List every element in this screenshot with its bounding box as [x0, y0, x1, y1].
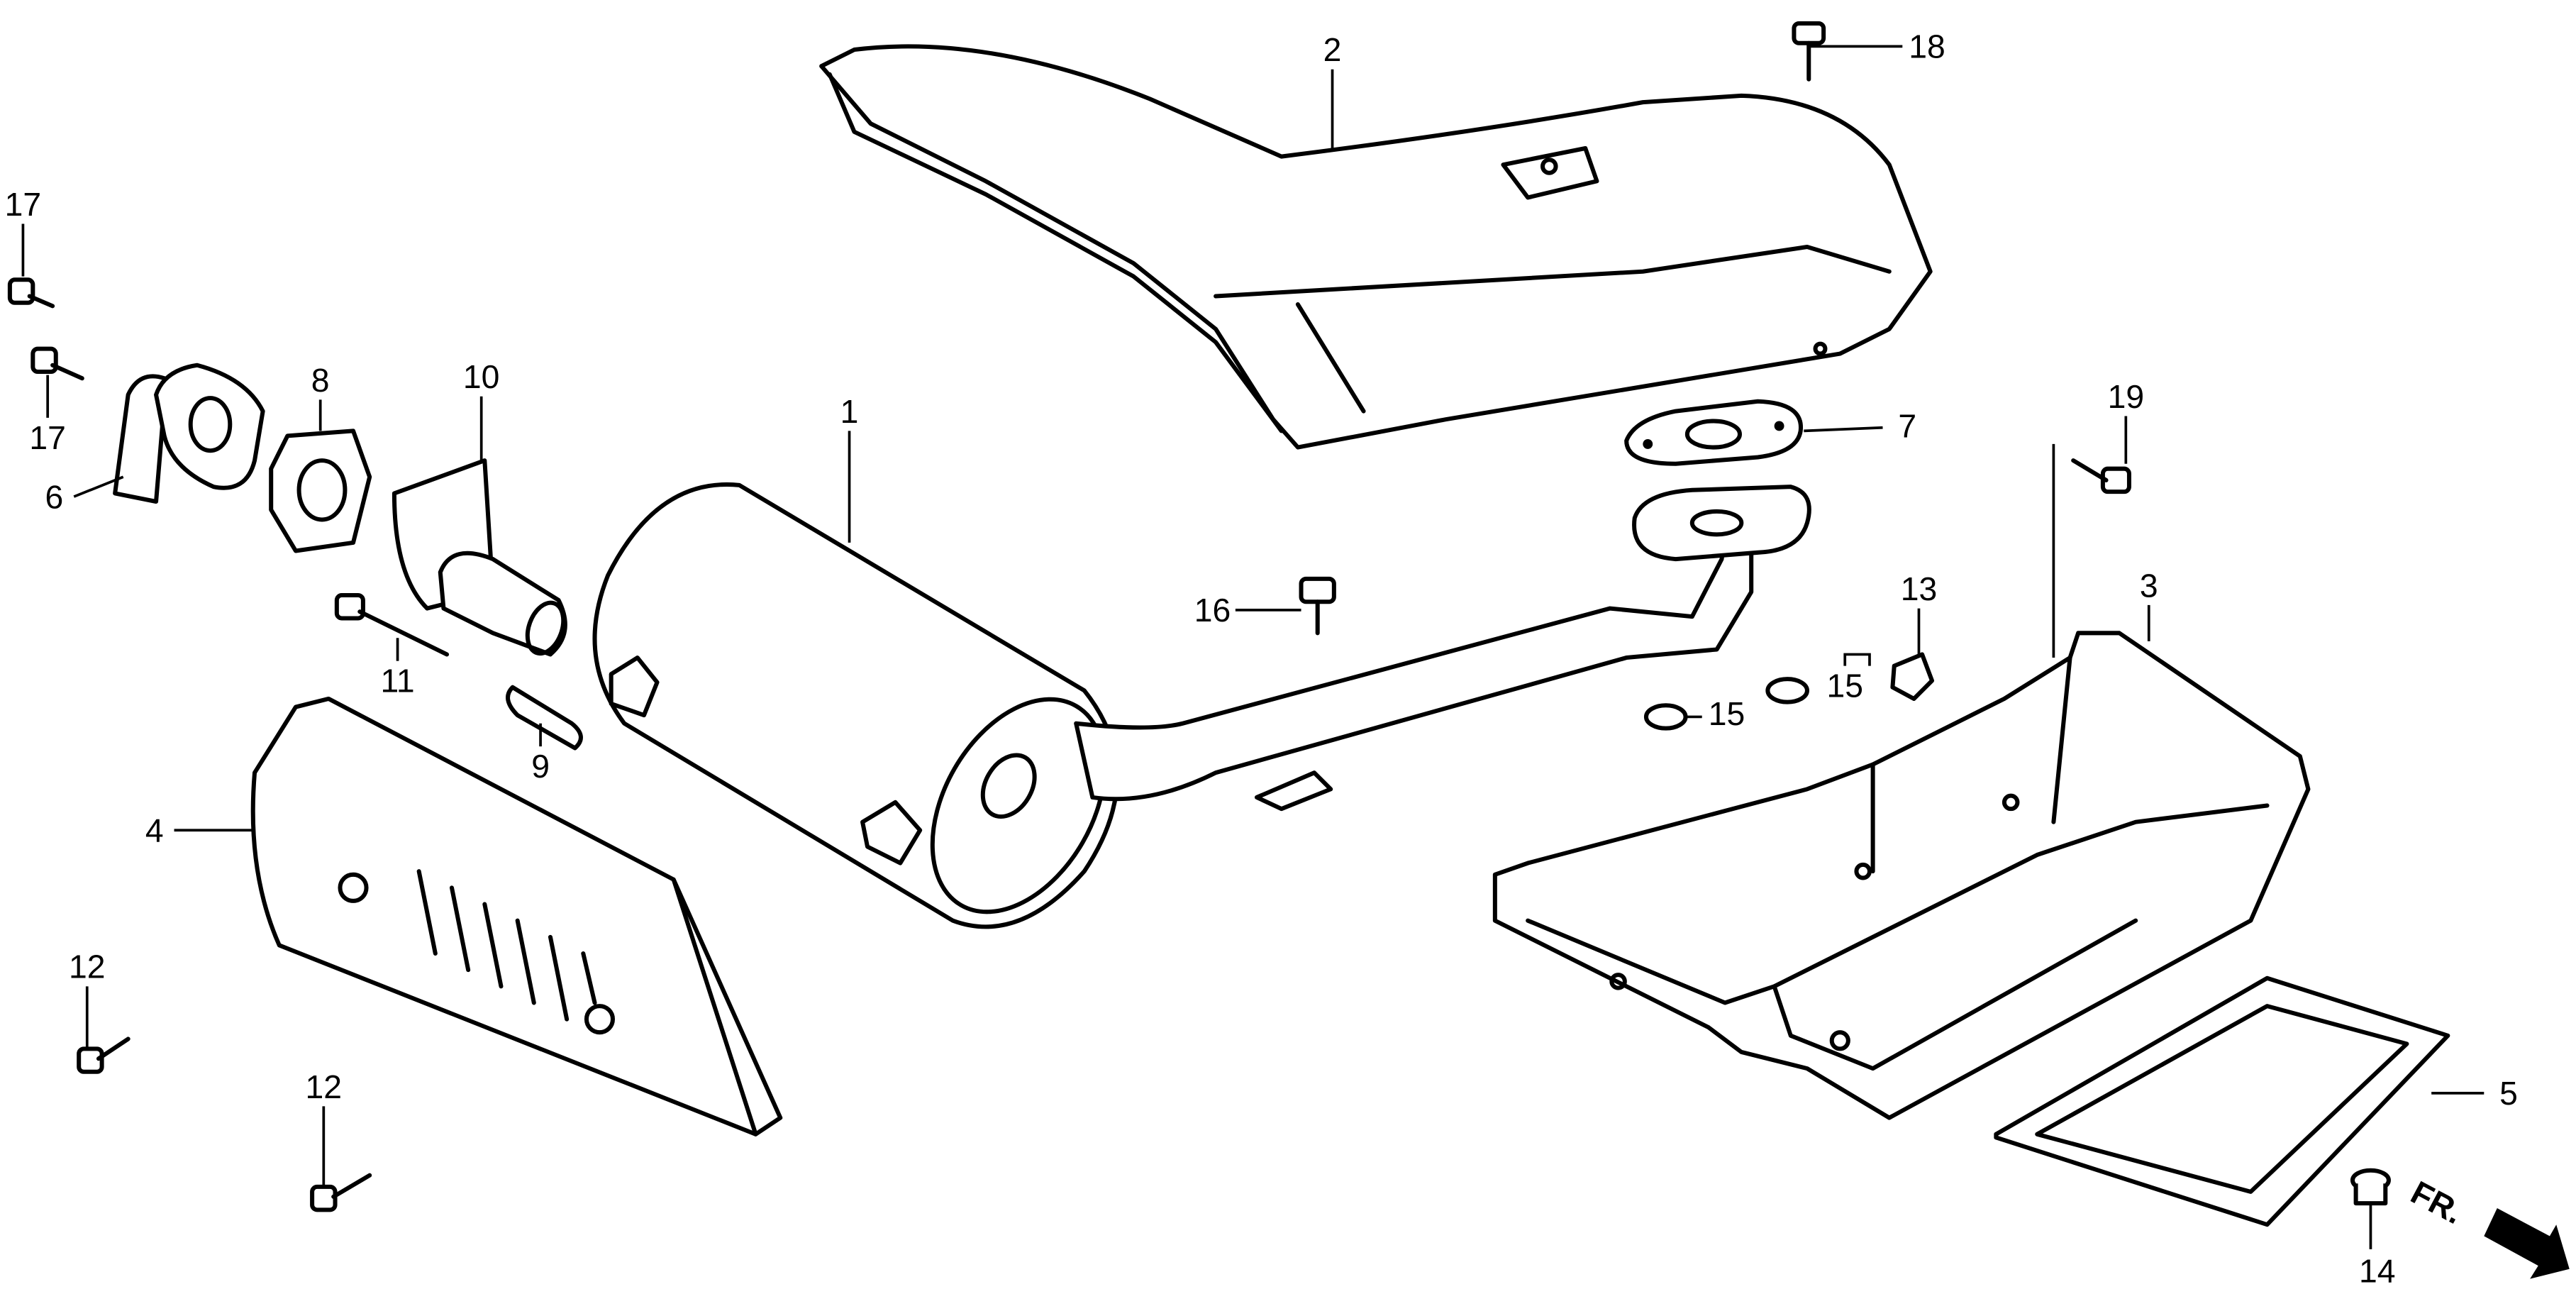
front-arrow-icon [2484, 1208, 2570, 1279]
part-4-muffler-protector[interactable] [250, 696, 783, 1137]
part-9-pipe[interactable] [506, 685, 583, 751]
callout-19: 19 [2108, 378, 2145, 415]
callout-4: 4 [145, 812, 164, 848]
part-15-nut-1[interactable] [1643, 703, 1688, 731]
front-direction-indicator: FR. [2405, 1173, 2570, 1279]
part-2-heat-shield[interactable] [819, 44, 1933, 450]
part-16-bolt[interactable] [1299, 576, 1336, 636]
part-12-bolt-upper[interactable] [77, 1036, 131, 1074]
leader-lines [21, 45, 2485, 1249]
callout-14: 14 [2359, 1252, 2396, 1289]
callout-18: 18 [1909, 28, 1945, 65]
callout-6: 6 [45, 478, 64, 515]
callout-12-lower: 12 [306, 1068, 343, 1105]
part-15-nut-2[interactable] [1765, 677, 1809, 704]
part-5-plate[interactable] [1994, 975, 2450, 1227]
part-11-bolt[interactable] [334, 593, 450, 657]
callout-16: 16 [1194, 592, 1231, 629]
part-10-spark-arrester[interactable] [392, 458, 570, 658]
callout-17-lower: 17 [29, 419, 66, 456]
callout-12-upper: 12 [69, 949, 106, 985]
callout-5: 5 [2499, 1075, 2518, 1112]
callout-13: 13 [1901, 570, 1938, 607]
callout-7: 7 [1898, 408, 1916, 445]
front-label: FR. [2405, 1173, 2469, 1231]
callout-15-right: 15 [1826, 668, 1863, 704]
part-3-under-cover[interactable] [1492, 631, 2311, 1120]
part-17-bolt-upper[interactable] [7, 277, 55, 309]
callout-11: 11 [381, 663, 415, 699]
part-7-gasket[interactable] [1624, 399, 1803, 466]
callout-15-left: 15 [1709, 695, 1745, 732]
callout-17-upper: 17 [5, 186, 42, 223]
part-17-bolt-lower[interactable] [30, 346, 84, 381]
part-1-muffler[interactable] [592, 482, 1811, 942]
part-14-grommet[interactable] [2350, 1168, 2391, 1206]
callout-8: 8 [311, 362, 330, 399]
callout-9: 9 [531, 748, 550, 785]
part-8-gasket[interactable] [269, 428, 372, 553]
callout-2: 2 [1323, 31, 1342, 68]
part-13-nut[interactable] [1890, 652, 1935, 701]
part-12-bolt-lower[interactable] [310, 1173, 372, 1212]
part-18-bolt[interactable] [1792, 21, 1826, 82]
callout-10: 10 [463, 358, 500, 395]
part-19-bolt[interactable] [2071, 458, 2131, 494]
callout-3: 3 [2140, 567, 2158, 604]
callout-labels: 1 2 3 4 5 6 7 8 9 10 11 12 12 13 14 15 1… [5, 28, 2518, 1290]
callout-1: 1 [840, 393, 859, 430]
part-6-elbow-pipe[interactable] [113, 363, 265, 504]
